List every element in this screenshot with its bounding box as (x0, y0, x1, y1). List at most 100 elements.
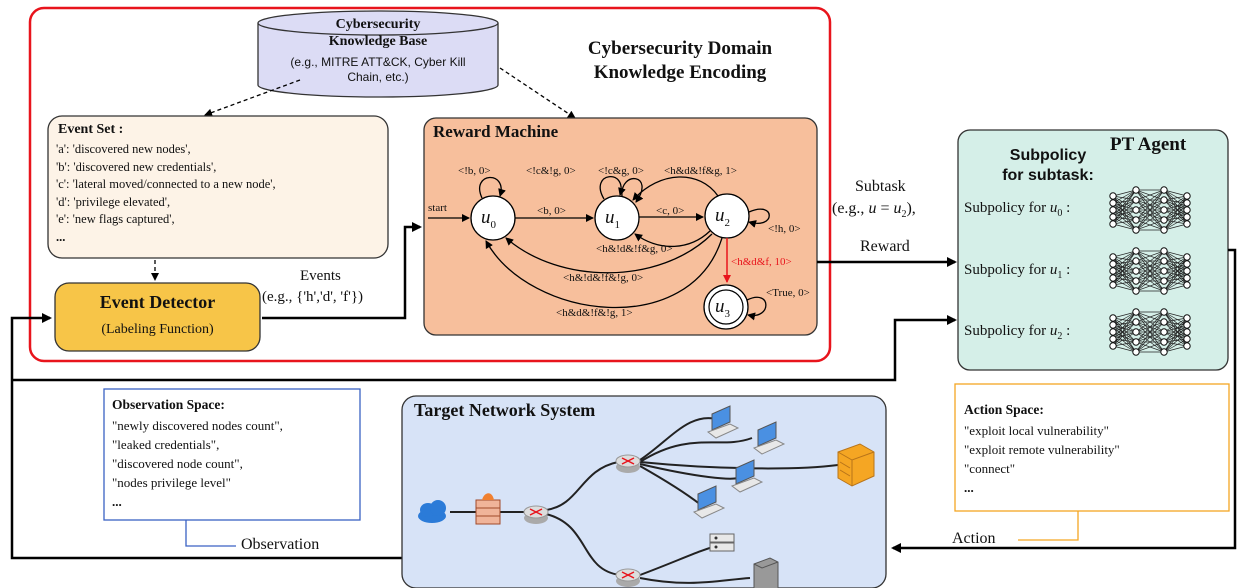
state-u1-var: u (605, 207, 615, 228)
laptop-icon-4 (692, 485, 726, 519)
subpolicy-title-line1: Subpolicy (1009, 147, 1087, 164)
reward-machine-title: Reward Machine (433, 122, 559, 141)
kb-subtitle-line2: Chain, etc.) (347, 70, 409, 84)
subtask-label: Subtask (855, 178, 906, 195)
event-set-item: 'e': 'new flags captured', (56, 212, 175, 226)
target-network-box (401, 395, 887, 588)
edge-label-u2-u0-a: <h&!d&!f&!g, 0> (563, 272, 644, 284)
subpolicy-row-var: u (1049, 262, 1058, 278)
state-u3-label: u3 (715, 296, 730, 320)
domain-title-line2: Knowledge Encoding (593, 62, 767, 83)
event-set-item: 'a': 'discovered new nodes', (56, 142, 191, 156)
observation-feedback-line (10, 313, 402, 560)
subpolicy-row-sub: 0 (1057, 208, 1063, 219)
edge-label-u0-u1: <b, 0> (537, 205, 566, 217)
subpolicy-row-sub: 2 (1057, 331, 1063, 342)
u2-to-u1-top-arrow (632, 176, 719, 201)
events-arrow (262, 222, 422, 320)
storage-icon (837, 443, 875, 487)
observation-to-agent-line (12, 315, 957, 382)
neural-network-icon (1109, 308, 1191, 356)
event-set-list: 'a': 'discovered new nodes','b': 'discov… (56, 141, 276, 246)
domain-knowledge-frame (28, 6, 832, 363)
subpolicy-row: Subpolicy for u2 : (964, 323, 1070, 342)
laptop-icon-1 (706, 405, 740, 439)
subtask-example-prefix: (e.g., (832, 200, 869, 217)
edge-label-u3-self: <True, 0> (766, 287, 810, 299)
router-icon-2 (615, 454, 641, 473)
u2-to-u0-arrow-a (505, 233, 713, 274)
action-space-item: "connect" (964, 461, 1016, 476)
events-label: Events (300, 268, 341, 284)
event-detector-subtitle: (Labeling Function) (101, 322, 214, 337)
subtask-example-sub: 2 (901, 209, 907, 221)
observation-space-item: "nodes privilege level" (112, 475, 231, 490)
kb-subtitle-line1: (e.g., MITRE ATT&CK, Cyber Kill (290, 55, 466, 69)
u2-self-loop (748, 208, 770, 228)
state-u3-inner-circle (708, 289, 744, 325)
state-u0-sub: 0 (490, 218, 497, 231)
edge-label-u1-self-b: <!c&g, 0> (598, 165, 645, 177)
firewall-icon (475, 493, 501, 525)
observation-callout-line (185, 520, 236, 547)
action-space-title: Action Space: (964, 402, 1044, 417)
subtask-example-suffix: ), (906, 200, 916, 217)
event-set-item: 'd': 'privilege elevated', (56, 194, 171, 209)
subpolicy-row-label: Subpolicy for (964, 200, 1050, 216)
router-icon-3 (615, 568, 641, 587)
subpolicy-row-var: u (1049, 323, 1058, 339)
event-set-item: 'c': 'lateral moved/connected to a new n… (56, 177, 276, 191)
action-space-box (954, 383, 1230, 512)
kb-to-event-set-arrow (204, 79, 301, 117)
action-space-list: "exploit local vulnerability""exploit re… (964, 421, 1120, 497)
observation-space-list: "newly discovered nodes count", "leaked c… (112, 416, 283, 511)
state-u2-sub: 2 (724, 216, 731, 229)
laptop-icon-3 (730, 459, 764, 493)
kb-title-line1: Cybersecurity (335, 17, 421, 32)
target-network-title: Target Network System (414, 400, 596, 420)
kb-title-line2: Knowledge Base (328, 34, 428, 49)
subpolicy-row-label: Subpolicy for (964, 262, 1050, 278)
edge-label-u1-u2: <c, 0> (656, 205, 685, 217)
state-u0-var: u (481, 207, 491, 228)
action-label: Action (952, 530, 996, 547)
state-u1-sub: 1 (614, 218, 621, 231)
state-u3-sub: 3 (724, 307, 731, 320)
subtask-example-state: u (893, 200, 902, 217)
reward-label: Reward (860, 238, 910, 255)
subpolicy-row-label: Subpolicy for (964, 323, 1050, 339)
state-u2-label: u2 (715, 205, 730, 229)
observation-space-box (103, 388, 361, 521)
switch-icon (709, 533, 735, 552)
cloud-icon (418, 500, 446, 523)
state-u3-var: u (715, 296, 725, 317)
edge-label-u2-u3: <h&d&f, 10> (731, 256, 792, 268)
action-space-item: ... (964, 480, 974, 495)
event-detector-box (54, 282, 261, 352)
subpolicy-row-colon: : (1062, 200, 1071, 216)
state-u0-label: u0 (481, 207, 496, 231)
edge-label-u0-self: <!b, 0> (458, 165, 491, 177)
subtask-example: (e.g., u = u2), (832, 200, 916, 220)
observation-label: Observation (241, 536, 320, 553)
kb-title: Cybersecurity Knowledge Base (318, 16, 438, 50)
knowledge-base-cylinder (257, 10, 499, 98)
u0-self-loop (479, 176, 506, 199)
subpolicy-row-colon: : (1062, 323, 1071, 339)
kb-subtitle: (e.g., MITRE ATT&CK, Cyber Kill Chain, e… (262, 55, 494, 85)
observation-space-item: ... (112, 494, 122, 509)
laptop-icon-2 (752, 421, 786, 455)
action-callout-line (1018, 511, 1079, 541)
domain-knowledge-title: Cybersecurity Domain Knowledge Encoding (560, 37, 800, 85)
observation-space-title: Observation Space: (112, 397, 225, 412)
state-u2-var: u (715, 205, 725, 226)
edge-label-u2-u0-b: <h&d&!f&!g, 1> (556, 307, 633, 319)
network-illustration (418, 405, 875, 588)
observation-space-item: "newly discovered nodes count", (112, 418, 283, 433)
subpolicy-row-var: u (1049, 200, 1058, 216)
u2-to-u0-arrow-b (485, 237, 723, 309)
observation-space-item: "leaked credentials", (112, 437, 220, 452)
event-set-title: Event Set : (58, 122, 124, 137)
state-u3-circle (703, 284, 749, 330)
neural-network-icon (1109, 247, 1191, 295)
